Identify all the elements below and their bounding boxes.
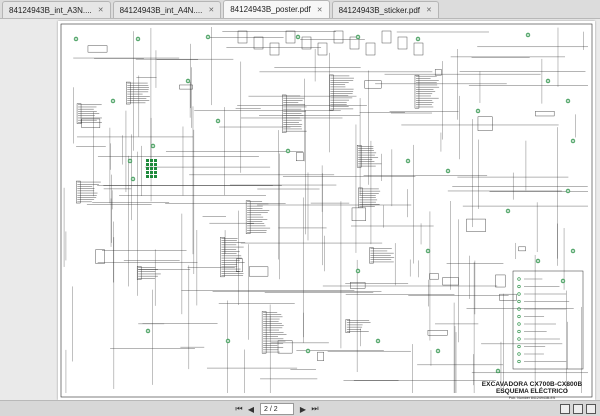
schematic-subtitle: ESQUEMA ELÉCTRICO	[496, 388, 568, 395]
previous-page-button[interactable]: ◀	[247, 404, 255, 414]
close-icon[interactable]: ✕	[316, 6, 323, 14]
next-page-button[interactable]: ▶	[299, 404, 307, 414]
first-page-button[interactable]: ⏮	[235, 404, 243, 413]
tab-sticker[interactable]: 84124943B_sticker.pdf ✕	[331, 1, 439, 18]
tab-label: 84124943B_int_A4N....	[119, 5, 203, 15]
document-viewer[interactable]: EXCAVADORA CX700B-CX800B ESQUEMA ELÉCTRI…	[0, 19, 600, 400]
two-page-icon[interactable]	[573, 404, 583, 414]
publication-number: Pub. Number 84124943B-ES	[508, 396, 556, 400]
status-bar: ⏮ ◀ 2 / 2 ▶ ⏭	[0, 400, 600, 416]
title-block: EXCAVADORA CX700B-CX800B ESQUEMA ELÉCTRI…	[473, 381, 591, 400]
close-icon[interactable]: ✕	[208, 7, 215, 14]
close-icon[interactable]: ✕	[426, 7, 432, 14]
tab-int-a3n[interactable]: 84124943B_int_A3N.... ✕	[2, 1, 111, 18]
electrical-schematic-drawing	[60, 23, 593, 398]
page-number-input[interactable]: 2 / 2	[260, 403, 294, 415]
close-icon[interactable]: ✕	[97, 7, 104, 14]
tab-int-a4n[interactable]: 84124943B_int_A4N.... ✕	[112, 1, 222, 18]
tab-label: 84124943B_sticker.pdf	[338, 5, 421, 15]
tab-label: 84124943B_poster.pdf	[230, 5, 311, 14]
tab-poster[interactable]: 84124943B_poster.pdf ✕	[223, 0, 330, 18]
view-controls	[557, 403, 596, 415]
schematic-page: EXCAVADORA CX700B-CX800B ESQUEMA ELÉCTRI…	[58, 21, 595, 400]
rotate-icon[interactable]	[586, 404, 596, 414]
page-navigation: ⏮ ◀ 2 / 2 ▶ ⏭	[233, 403, 321, 415]
tab-bar: 84124943B_int_A3N.... ✕ 84124943B_int_A4N…	[0, 0, 600, 19]
schematic-title: EXCAVADORA CX700B-CX800B	[481, 381, 583, 388]
single-page-icon[interactable]	[560, 404, 570, 414]
last-page-button[interactable]: ⏭	[311, 404, 319, 413]
tab-label: 84124943B_int_A3N....	[9, 5, 92, 15]
